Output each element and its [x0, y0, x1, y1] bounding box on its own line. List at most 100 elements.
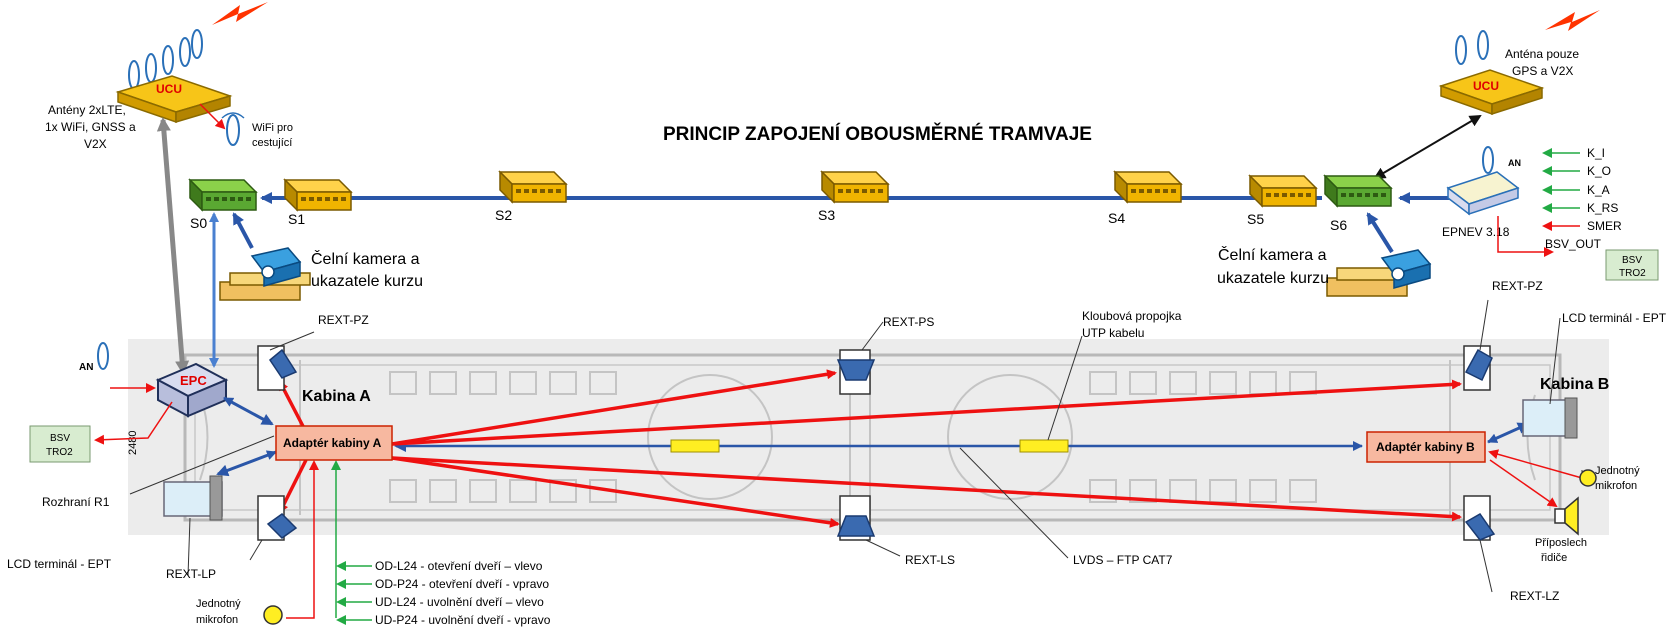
microphone-icon	[263, 605, 283, 625]
speaker-rext-lp	[257, 495, 298, 541]
signal-k-i: K_I	[1587, 146, 1605, 160]
signal-k-a: K_A	[1587, 183, 1610, 197]
adapter-b-label: Adaptér kabiny B	[1376, 440, 1475, 454]
speaker-rext-ls	[836, 495, 876, 541]
epnev-label: EPNEV 3.18	[1442, 225, 1510, 239]
tram-dimension: 2480	[127, 431, 139, 455]
signal-k-o: K_O	[1587, 164, 1611, 178]
signal-k-rs: K_RS	[1587, 201, 1618, 215]
lvds-connector	[1019, 439, 1069, 453]
speaker-line2: řidiče	[1541, 552, 1567, 564]
mic-left-line1: Jednotný	[196, 598, 241, 610]
camera-right	[1326, 249, 1432, 297]
antenna-icon	[128, 29, 203, 90]
switch-label-s5: S5	[1247, 211, 1264, 227]
bsv-left-line2: TRO2	[46, 447, 73, 458]
switch-label-s6: S6	[1330, 217, 1347, 233]
bsv-right-line2: TRO2	[1619, 268, 1646, 279]
antennas-left-line2: 1x WiFi, GNSS a	[45, 120, 136, 134]
speaker-rext-lz	[1463, 495, 1496, 541]
switch-s4	[1113, 170, 1183, 204]
lcd-a-label: LCD terminál - EPT	[7, 557, 112, 571]
speaker-icon	[269, 348, 298, 379]
adapter-a-label: Adaptér kabiny A	[283, 436, 382, 450]
bsv-out-label: BSV_OUT	[1545, 237, 1602, 251]
signal-smer: SMER	[1587, 219, 1622, 233]
ucu-right: UCU	[1438, 30, 1545, 116]
antenna-right-line2: GPS a V2X	[1512, 64, 1573, 78]
switch-s0	[188, 178, 258, 212]
speaker-rext-ps	[836, 349, 876, 395]
wifi-label-line1: WiFi pro	[252, 122, 293, 134]
camera-right-line1: Čelní kamera a	[1218, 245, 1327, 264]
speaker-line1: Příposlech	[1535, 537, 1587, 549]
an-label-right: AN	[1508, 158, 1521, 168]
antenna-icon	[97, 342, 109, 370]
camera-right-link	[1366, 212, 1394, 254]
lcd-terminal-b	[1522, 397, 1578, 439]
epnev-device	[1446, 146, 1520, 216]
speaker-rext-pz-b	[1463, 345, 1493, 391]
switch-s3	[820, 170, 890, 204]
an-label-left: AN	[79, 362, 93, 373]
camera-icon	[1380, 249, 1432, 289]
page-title: PRINCIP ZAPOJENÍ OBOUSMĚRNÉ TRAMVAJE	[663, 123, 1092, 145]
door-signal-ud-l24: UD-L24 - uvolnění dveří – vlevo	[375, 595, 544, 609]
signal-list	[1542, 148, 1580, 231]
wifi-label-line2: cestující	[252, 137, 292, 149]
rext-ps-label: REXT-PS	[883, 315, 934, 329]
kloubova-line2: UTP kabelu	[1082, 326, 1144, 340]
speaker-icon	[266, 513, 298, 539]
rext-pz-b-label: REXT-PZ	[1492, 279, 1543, 293]
speaker-rext-pz-a	[257, 345, 298, 391]
ucu-label: UCU	[1473, 79, 1499, 93]
ucu-s6-link	[1373, 114, 1482, 180]
switch-s6	[1323, 174, 1393, 208]
rozhrani-label: Rozhraní R1	[42, 495, 110, 509]
switch-label-s0: S0	[190, 215, 207, 231]
bsv-left-line1: BSV	[50, 433, 70, 444]
camera-left-link	[232, 212, 254, 249]
mic-left-line2: mikrofon	[196, 614, 238, 626]
speaker-icon	[1464, 348, 1493, 382]
adapter-b	[1366, 431, 1486, 463]
switch-label-s3: S3	[818, 207, 835, 223]
camera-right-line2: ukazatele kurzu	[1217, 270, 1329, 287]
lvds-connector	[670, 439, 720, 453]
ucu-label: UCU	[156, 82, 182, 96]
antennas-left-line1: Antény 2xLTE,	[48, 103, 126, 117]
rext-lz-label: REXT-LZ	[1510, 589, 1559, 603]
door-signal-od-p24: OD-P24 - otevření dveří - vpravo	[375, 577, 549, 591]
rext-pz-a-label: REXT-PZ	[318, 313, 369, 327]
camera-left-line1: Čelní kamera a	[311, 249, 420, 268]
door-signal-ud-p24: UD-P24 - uvolnění dveří - vpravo	[375, 613, 551, 627]
mic-right-line2: mikrofon	[1595, 480, 1637, 492]
rext-lp-label: REXT-LP	[166, 567, 216, 581]
camera-icon	[250, 247, 302, 287]
epc-label: EPC	[180, 373, 207, 388]
lcd-terminal-a	[163, 475, 223, 521]
speaker-icon	[836, 515, 876, 537]
switch-s5	[1248, 174, 1318, 208]
cabin-a-label: Kabina A	[302, 388, 371, 405]
lightning-icon	[212, 2, 268, 25]
bsv-box-right	[1605, 249, 1659, 281]
camera-left	[219, 247, 311, 301]
switch-s1	[283, 178, 353, 212]
cabin-b-label: Kabina B	[1540, 376, 1609, 393]
antenna-icon	[1455, 30, 1489, 65]
switch-label-s2: S2	[495, 207, 512, 223]
speaker-icon	[836, 359, 876, 381]
switch-s2	[498, 170, 568, 204]
wifi-antenna-icon	[221, 112, 245, 146]
bsv-box-left	[29, 425, 91, 463]
ucu-left: UCU	[115, 29, 233, 124]
switch-label-s4: S4	[1108, 210, 1125, 226]
microphone-icon	[1579, 469, 1597, 487]
antenna-icon	[1482, 146, 1494, 174]
lvds-label: LVDS – FTP CAT7	[1073, 553, 1173, 567]
lcd-b-label: LCD terminál - EPT	[1562, 311, 1667, 325]
kloubova-line1: Kloubová propojka	[1082, 309, 1182, 323]
